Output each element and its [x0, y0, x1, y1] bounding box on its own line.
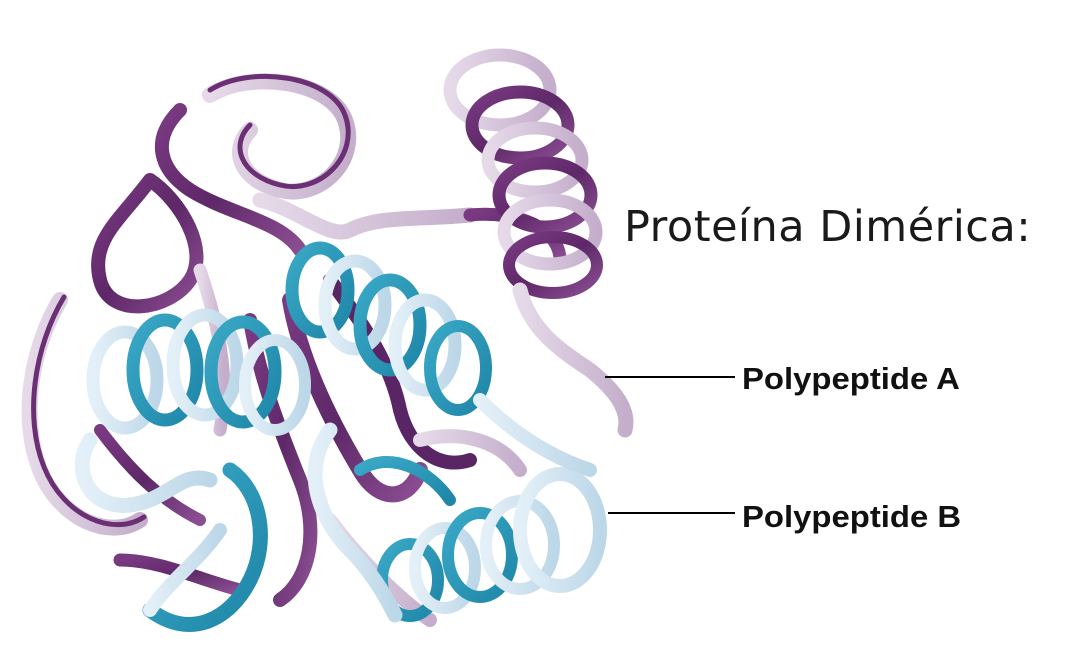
helix-b-center: [285, 241, 492, 416]
polypeptide-b-ribbon: [74, 241, 607, 632]
helix-b-lower: [376, 467, 607, 622]
label-polypeptide-b: Polypeptide B: [742, 499, 962, 534]
helix-b-left: [86, 308, 311, 436]
helix-a-upper: [443, 48, 634, 438]
label-polypeptide-a: Polypeptide A: [742, 361, 960, 396]
diagram-title: Proteína Dimérica:: [624, 202, 1032, 252]
